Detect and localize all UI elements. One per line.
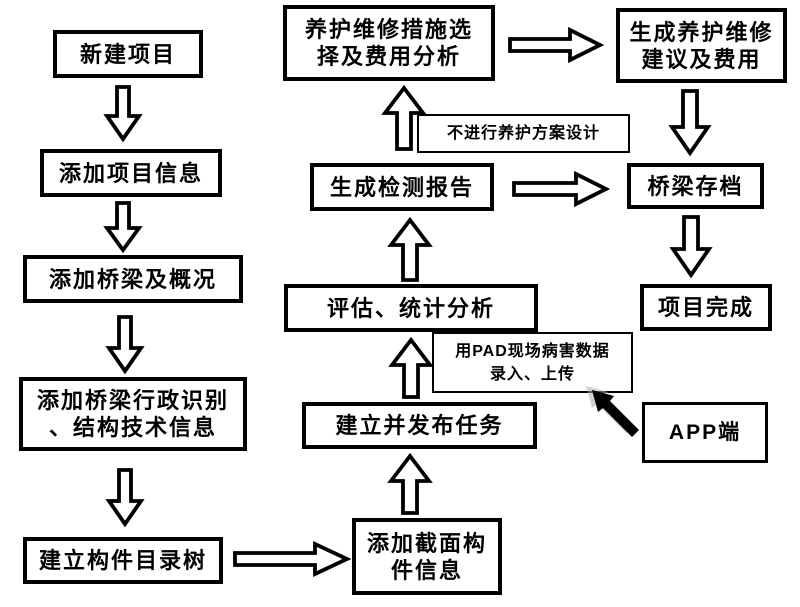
up-arrow-connector-report-to-measures <box>381 84 427 151</box>
node-label-line1: 生成养护维修 <box>629 19 774 45</box>
node-maintenance-measures: 养护维修措施选 择及费用分析 <box>283 5 495 81</box>
node-label: 建立并发布任务 <box>335 413 504 438</box>
node-label: 项目完成 <box>657 295 754 320</box>
cursor-arrow-icon <box>586 386 639 437</box>
node-label: 生成检测报告 <box>329 174 474 200</box>
right-arrow-connector-tree-to-section <box>233 541 352 577</box>
right-arrow-connector-report-to-archive <box>512 170 611 208</box>
up-arrow-connector-section-to-task <box>387 452 433 515</box>
node-label: APP端 <box>668 421 742 444</box>
node-generate-report: 生成检测报告 <box>310 163 494 211</box>
note-pad-disease-data: 用PAD现场病害数据 录入、上传 <box>432 332 633 393</box>
note-label-line2: 录入、上传 <box>489 365 575 383</box>
node-label: 添加桥梁及概况 <box>48 266 217 292</box>
node-app-terminal: APP端 <box>642 402 768 463</box>
node-label: 新建项目 <box>79 41 176 67</box>
node-evaluate-stats: 评估、统计分析 <box>284 284 538 332</box>
node-label: 评估、统计分析 <box>326 295 495 321</box>
down-arrow-connector-1 <box>103 85 143 143</box>
node-add-project-info: 添加项目信息 <box>40 149 222 197</box>
node-label: 添加项目信息 <box>58 160 203 186</box>
node-label-line2: 件信息 <box>390 557 463 583</box>
note-label-line1: 用PAD现场病害数据 <box>455 342 610 360</box>
up-arrow-connector-stats-to-report <box>387 216 433 282</box>
note-label: 不进行养护方案设计 <box>446 125 600 142</box>
node-add-bridge-overview: 添加桥梁及概况 <box>23 255 243 303</box>
down-arrow-connector-archive-to-complete <box>669 215 713 279</box>
node-label: 建立构件目录树 <box>38 548 207 573</box>
note-no-maintenance-design: 不进行养护方案设计 <box>417 114 630 153</box>
node-bridge-archive: 桥梁存档 <box>627 163 764 209</box>
node-label-line2: 择及费用分析 <box>316 44 461 69</box>
down-arrow-connector-2 <box>103 201 143 254</box>
down-arrow-connector-suggestion-to-archive <box>668 89 712 157</box>
node-label-line2: 建议及费用 <box>641 46 762 72</box>
node-create-publish-task: 建立并发布任务 <box>302 402 537 449</box>
node-label-line1: 添加桥梁行政识别 <box>36 388 229 413</box>
node-label-line1: 养护维修措施选 <box>304 17 473 42</box>
node-new-project: 新建项目 <box>53 30 203 78</box>
right-arrow-connector-measures-to-suggestion <box>508 26 605 64</box>
node-label-line1: 添加截面构 <box>366 530 487 556</box>
node-project-complete: 项目完成 <box>640 284 772 331</box>
node-label: 桥梁存档 <box>647 173 744 199</box>
node-add-bridge-admin-info: 添加桥梁行政识别 、结构技术信息 <box>19 377 247 451</box>
node-generate-suggestion: 生成养护维修 建议及费用 <box>616 8 787 83</box>
node-add-section-component: 添加截面构 件信息 <box>352 518 502 595</box>
node-label-line2: 、结构技术信息 <box>48 415 217 440</box>
node-build-component-tree: 建立构件目录树 <box>23 537 223 584</box>
up-arrow-connector-task-to-stats <box>388 336 434 399</box>
down-arrow-connector-4 <box>105 468 145 528</box>
down-arrow-connector-3 <box>105 315 145 375</box>
